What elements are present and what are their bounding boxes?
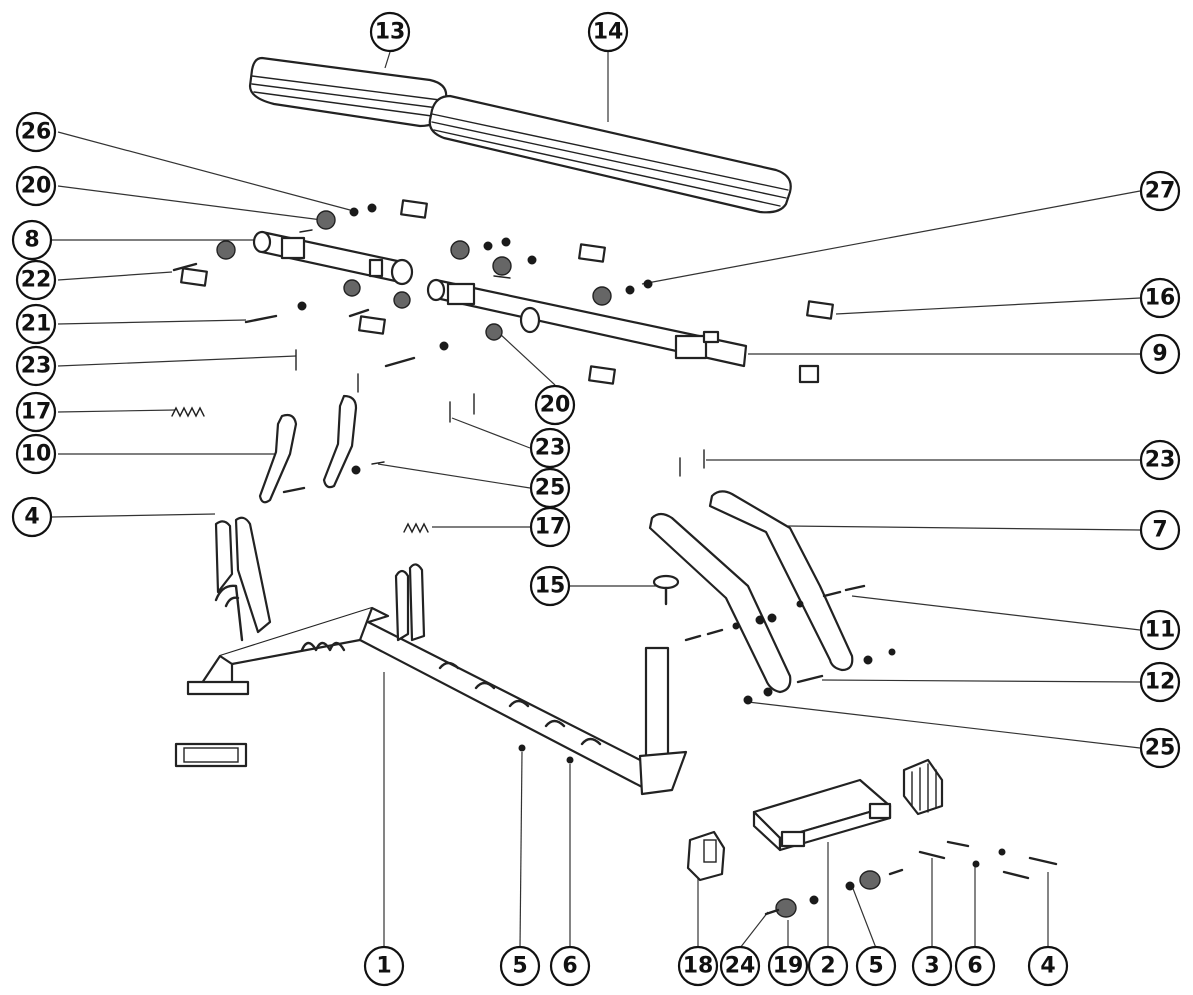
roller-end-cap	[902, 758, 944, 816]
seat-links	[258, 394, 358, 504]
svg-text:4: 4	[1040, 954, 1055, 979]
callout-25: 25	[529, 467, 571, 509]
svg-text:21: 21	[21, 312, 52, 337]
svg-text:1: 1	[376, 954, 391, 979]
svg-text:26: 26	[21, 120, 52, 145]
svg-text:18: 18	[683, 954, 714, 979]
back-pad	[428, 94, 792, 214]
svg-text:2: 2	[820, 954, 835, 979]
callout-23c: 23	[1139, 439, 1181, 481]
callout-23: 23	[15, 345, 57, 387]
callout-4: 4	[11, 496, 53, 538]
callout-14: 14	[587, 11, 629, 53]
springs	[171, 406, 429, 534]
svg-text:7: 7	[1152, 518, 1167, 543]
callout-11: 11	[1139, 609, 1181, 651]
svg-text:24: 24	[725, 954, 756, 979]
callout-19: 19	[767, 945, 809, 987]
svg-text:10: 10	[21, 442, 52, 467]
svg-text:22: 22	[21, 268, 52, 293]
callout-25b: 25	[1139, 727, 1181, 769]
svg-text:27: 27	[1145, 179, 1176, 204]
callout-6b: 6	[954, 945, 996, 987]
back-frame	[426, 275, 748, 368]
svg-text:13: 13	[375, 20, 406, 45]
svg-text:4: 4	[24, 505, 39, 530]
pivot-hardware	[684, 584, 896, 705]
svg-text:23: 23	[1145, 448, 1176, 473]
callout-20: 20	[15, 165, 57, 207]
callout-15: 15	[529, 565, 571, 607]
svg-text:23: 23	[21, 354, 52, 379]
callout-9: 9	[1139, 333, 1181, 375]
callout-17b: 17	[529, 506, 571, 548]
callout-21: 21	[15, 303, 57, 345]
end-caps	[180, 199, 834, 385]
svg-text:11: 11	[1145, 618, 1176, 643]
svg-text:23: 23	[535, 436, 566, 461]
svg-text:20: 20	[21, 174, 52, 199]
front-stabilizer	[752, 778, 892, 852]
svg-text:5: 5	[512, 954, 527, 979]
main-frame	[174, 516, 688, 796]
callout-12: 12	[1139, 661, 1181, 703]
callout-6: 6	[549, 945, 591, 987]
svg-text:6: 6	[562, 954, 577, 979]
seat-frame	[252, 229, 414, 286]
bolts-and-pins	[172, 262, 705, 477]
svg-text:17: 17	[21, 400, 52, 425]
callout-24: 24	[719, 945, 761, 987]
callout-22: 22	[15, 259, 57, 301]
seat-pad	[248, 56, 448, 128]
svg-text:3: 3	[924, 954, 939, 979]
callout-1: 1	[363, 945, 405, 987]
leader-lines	[51, 51, 1141, 949]
back-support-arms	[648, 490, 854, 694]
callout-5b: 5	[855, 945, 897, 987]
callout-26: 26	[15, 111, 57, 153]
callout-5: 5	[499, 945, 541, 987]
svg-text:5: 5	[868, 954, 883, 979]
adjust-knob	[652, 574, 680, 606]
svg-text:19: 19	[773, 954, 804, 979]
svg-text:25: 25	[1145, 736, 1176, 761]
callout-20b: 20	[534, 384, 576, 426]
callout-16: 16	[1139, 277, 1181, 319]
callout-8: 8	[11, 219, 53, 261]
svg-text:8: 8	[24, 228, 39, 253]
svg-text:9: 9	[1152, 342, 1167, 367]
callouts: 13 14 26 20 8 22 21 23 17 10 4 27 16 9 2…	[11, 11, 1181, 987]
svg-text:16: 16	[1145, 286, 1176, 311]
small-hardware	[764, 840, 1058, 918]
callout-7: 7	[1139, 509, 1181, 551]
svg-text:25: 25	[535, 476, 566, 501]
callout-4b: 4	[1027, 945, 1069, 987]
callout-27: 27	[1139, 170, 1181, 212]
svg-text:6: 6	[967, 954, 982, 979]
svg-text:20: 20	[540, 393, 571, 418]
svg-text:12: 12	[1145, 670, 1176, 695]
callout-10: 10	[15, 433, 57, 475]
svg-text:17: 17	[535, 515, 566, 540]
end-plug	[686, 830, 726, 882]
callout-17: 17	[15, 391, 57, 433]
callout-18: 18	[677, 945, 719, 987]
callout-23b: 23	[529, 427, 571, 469]
callout-3: 3	[911, 945, 953, 987]
callout-2: 2	[807, 945, 849, 987]
svg-text:15: 15	[535, 574, 566, 599]
callout-13: 13	[369, 11, 411, 53]
svg-text:14: 14	[593, 20, 624, 45]
washers-and-nuts	[216, 203, 653, 475]
